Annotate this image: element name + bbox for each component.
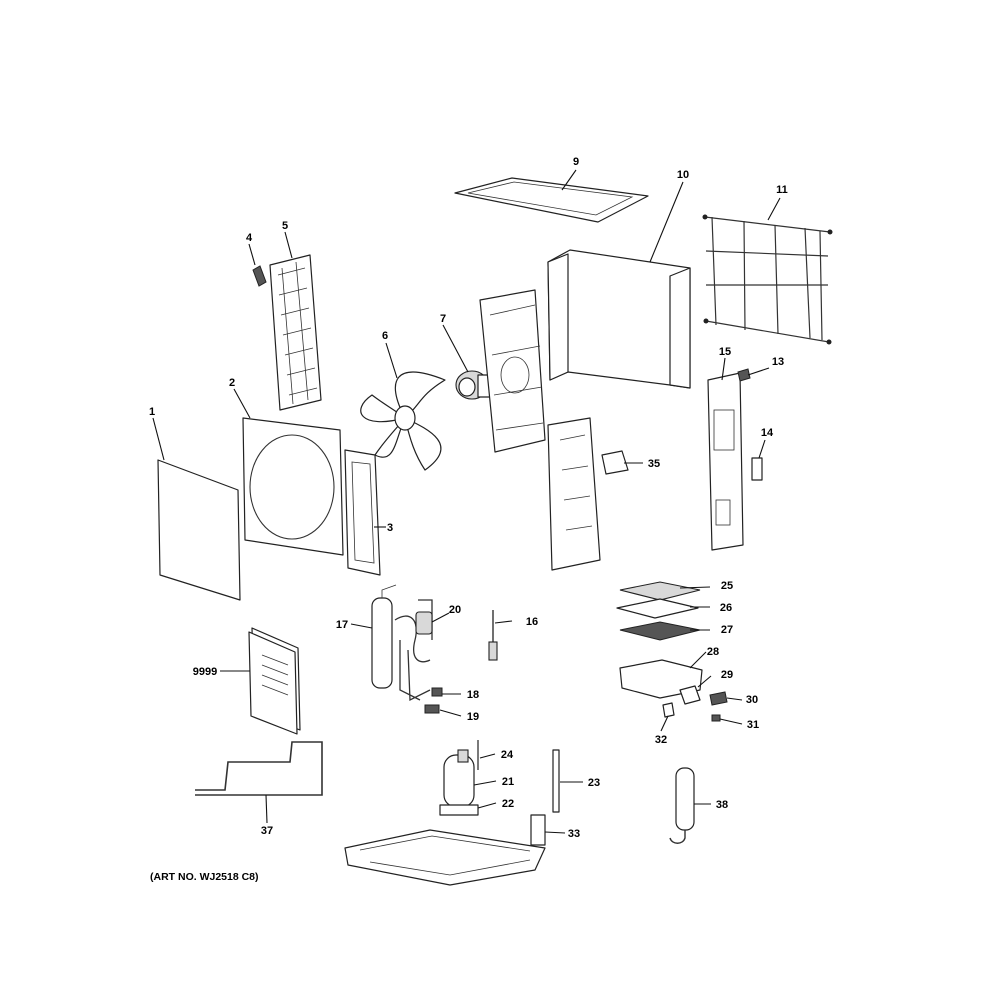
partition-panel	[547, 417, 601, 571]
small-electrical-parts	[662, 685, 728, 722]
motor-bracket	[479, 289, 546, 453]
mount-part-22	[439, 804, 479, 816]
callout-3: 3	[387, 522, 393, 534]
callout-13: 13	[772, 356, 784, 368]
leader-lines	[152, 169, 781, 834]
callout-21: 21	[502, 776, 514, 788]
part-19	[424, 704, 440, 714]
callout-27: 27	[721, 624, 733, 636]
callout-17: 17	[336, 619, 348, 631]
part-18	[431, 687, 443, 697]
part-26	[616, 598, 699, 619]
part-13	[737, 368, 751, 382]
fan-motor-part-7	[455, 370, 493, 400]
callout-33: 33	[568, 828, 580, 840]
callout-37: 37	[261, 825, 273, 837]
callout-11: 11	[776, 184, 788, 196]
base-pan	[344, 829, 546, 886]
part-32	[662, 702, 675, 718]
callout-1: 1	[149, 406, 155, 418]
callout-15: 15	[719, 346, 731, 358]
front-grille-part-1	[157, 459, 241, 601]
accumulator-part-17	[371, 584, 397, 689]
part-28	[619, 659, 703, 699]
callout-31: 31	[747, 719, 759, 731]
front-panel-part-2	[242, 417, 344, 556]
part-33	[530, 814, 546, 846]
condenser-coil-part-10	[547, 249, 691, 389]
callout-7: 7	[440, 313, 446, 325]
sensor-part-16	[488, 610, 498, 661]
callout-2: 2	[229, 377, 235, 389]
piping-part-37	[195, 741, 323, 796]
callout-30: 30	[746, 694, 758, 706]
callout-9: 9	[573, 156, 579, 168]
callout-10: 10	[677, 169, 689, 181]
art-number: (ART NO. WJ2518 C8)	[150, 871, 259, 883]
part-27	[619, 621, 701, 641]
callout-labels: 9 10 11 4 5 6 7 2 1 3 35 15 13 14 25 26 …	[149, 156, 788, 883]
part-25	[619, 581, 701, 601]
side-panel-part-15	[707, 372, 744, 551]
service-valves	[424, 687, 443, 714]
part-29	[679, 685, 701, 705]
callout-32: 32	[655, 734, 667, 746]
callout-6: 6	[382, 330, 388, 342]
callout-5: 5	[282, 220, 288, 232]
callout-26: 26	[720, 602, 732, 614]
callout-23: 23	[588, 777, 600, 789]
callout-22: 22	[502, 798, 514, 810]
fan-blade-part-6	[360, 371, 446, 471]
callout-38: 38	[716, 799, 728, 811]
callout-20: 20	[449, 604, 461, 616]
callout-29: 29	[721, 669, 733, 681]
electrical-box-stack	[616, 581, 703, 699]
part-31	[711, 714, 721, 722]
callout-25: 25	[721, 580, 733, 592]
top-cover-part-9	[454, 177, 649, 223]
side-grille-part-3	[344, 449, 381, 576]
callout-9999: 9999	[193, 666, 217, 678]
wire-guard-part-11	[702, 214, 833, 345]
part-23	[552, 749, 560, 813]
callout-4: 4	[246, 232, 253, 244]
compressor-part-21	[439, 749, 479, 816]
side-panel-part-5	[269, 254, 322, 411]
callout-18: 18	[467, 689, 479, 701]
callout-35: 35	[648, 458, 660, 470]
part-30	[709, 691, 728, 706]
callout-14: 14	[761, 427, 774, 439]
valve-assembly-part-20	[394, 599, 433, 702]
callout-28: 28	[707, 646, 719, 658]
part-35	[601, 450, 629, 475]
drain-part-38	[669, 767, 695, 844]
cap-part-4	[252, 265, 267, 287]
callout-24: 24	[501, 749, 514, 761]
part-14	[751, 457, 763, 481]
manual-part-9999	[248, 627, 301, 735]
callout-19: 19	[467, 711, 479, 723]
callout-16: 16	[526, 616, 538, 628]
